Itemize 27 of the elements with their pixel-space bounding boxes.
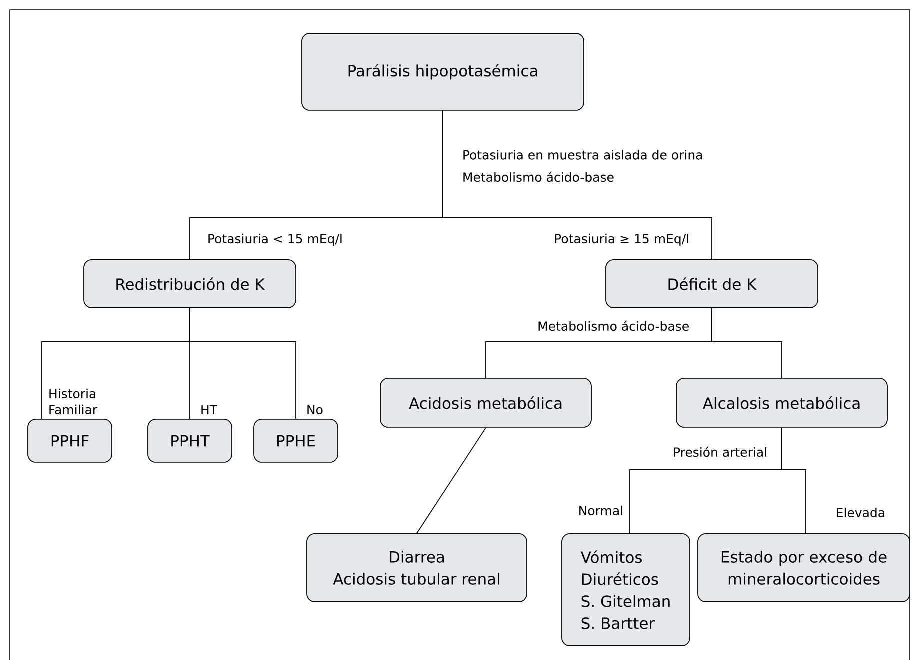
- edge-label: Potasiuria < 15 mEq/l: [208, 234, 342, 246]
- flowchart-box: Redistribución de K: [84, 260, 296, 308]
- connector-line: [190, 308, 296, 420]
- connector-line: [416, 427, 486, 534]
- connector-line: [782, 427, 806, 534]
- flowchart-box: Déficit de K: [606, 260, 818, 308]
- connector-line: [442, 110, 712, 260]
- flowchart-box: Parálisis hipopotasémica: [302, 33, 584, 111]
- edge-label: Potasiuria ≥ 15 mEq/l: [555, 234, 688, 246]
- edge-label: No: [308, 405, 323, 415]
- flowchart-box: Vómitos Diuréticos S. Gitelman S. Bartter: [562, 534, 690, 646]
- flowchart-box: Alcalosis metabólica: [676, 378, 888, 428]
- edge-label: Historia Familiar: [50, 388, 98, 415]
- edge-label: HT: [202, 405, 218, 415]
- flowchart-box: PPHE: [254, 419, 338, 463]
- edge-label: Normal: [580, 506, 622, 516]
- flowchart-box: Diarrea Acidosis tubular renal: [306, 534, 528, 602]
- branch-label: Metabolismo ácido-base: [538, 320, 689, 332]
- flowchart-box: Acidosis metabólica: [380, 378, 592, 428]
- branch-label: Potasiuria en muestra aislada de orina: [464, 150, 702, 160]
- branch-label: Presión arterial: [674, 446, 766, 458]
- flowchart-box: PPHF: [28, 419, 112, 463]
- flowchart-box: Estado por exceso de mineralocorticoides: [698, 534, 910, 602]
- connector-line: [712, 308, 782, 378]
- branch-label: Metabolismo ácido-base: [464, 172, 614, 182]
- flowchart-box: PPHT: [148, 419, 232, 463]
- edge-label: Elevada: [837, 508, 884, 518]
